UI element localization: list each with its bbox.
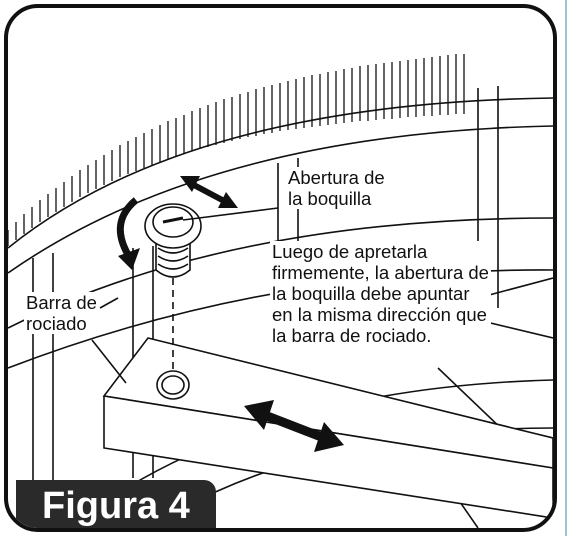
page-edge-line [565, 0, 567, 536]
figure-frame: Abertura de la boquilla Luego de apretar… [4, 4, 557, 532]
opening-direction-arrow [180, 176, 238, 208]
spray-bar-direction-arrow [244, 400, 344, 452]
instruction-text: Luego de apretarla firmemente, la abertu… [270, 241, 491, 346]
rotation-arrow [116, 197, 139, 260]
spray-bar-label: Barra de rociado [24, 292, 99, 334]
tub-ribs [8, 54, 465, 246]
figure-label: Figura 4 [16, 480, 216, 528]
nozzle-opening-label: Abertura de la boquilla [286, 167, 387, 209]
